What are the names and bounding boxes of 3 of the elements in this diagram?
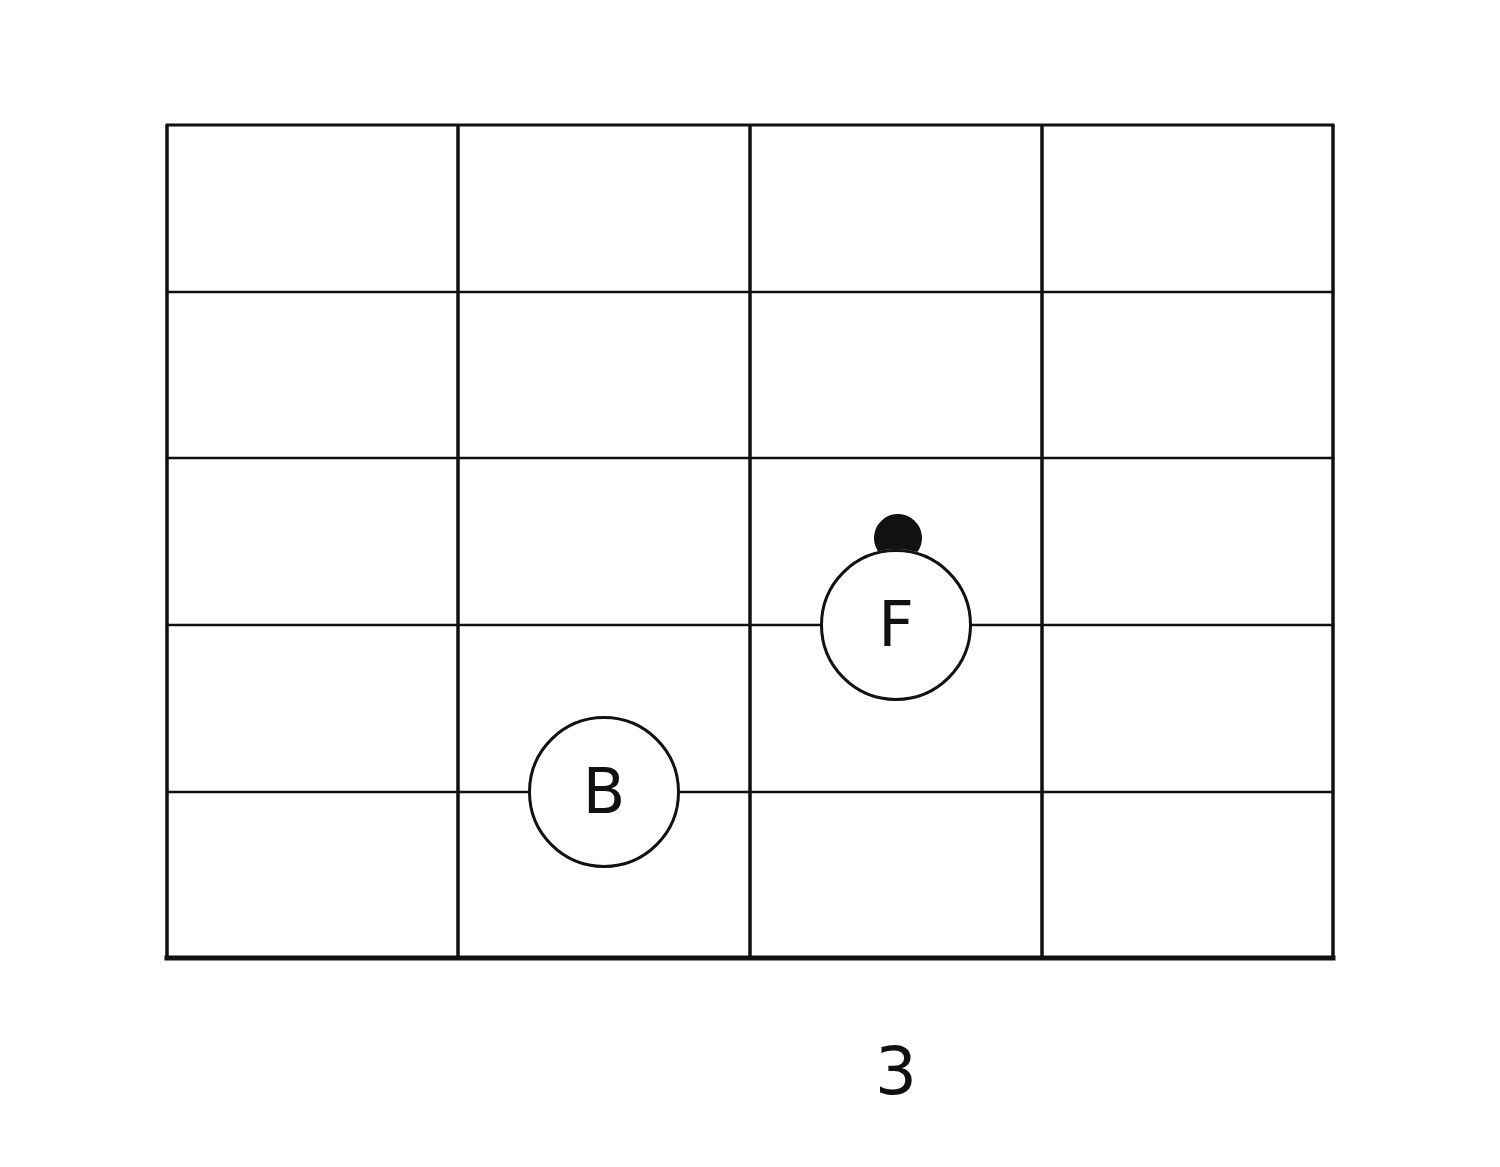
note-letter: B: [582, 761, 626, 823]
note-letter: F: [878, 594, 914, 656]
fret-number: 3: [875, 1039, 917, 1105]
